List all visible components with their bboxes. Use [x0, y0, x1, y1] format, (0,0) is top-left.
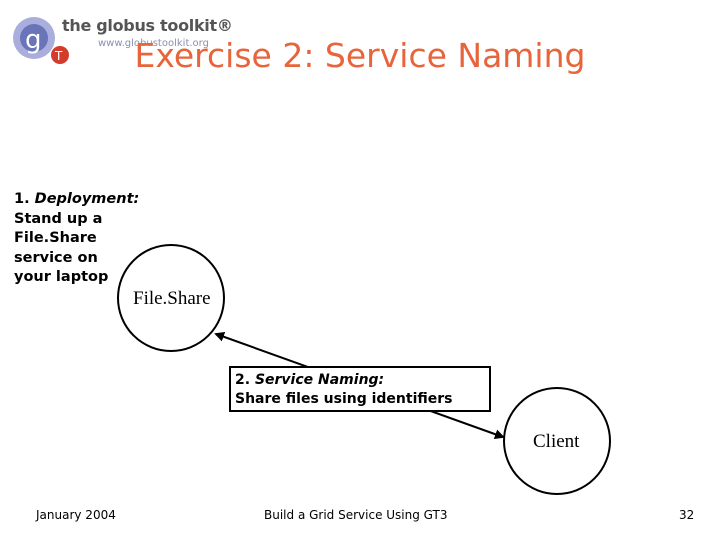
logo-title: the globus toolkit® [62, 16, 233, 35]
page-number: 32 [679, 508, 695, 522]
client-node-circle [503, 387, 611, 495]
step1-line: your laptop [14, 269, 109, 285]
globus-toolkit-logo: g T the globus toolkit® www.globustoolki… [10, 8, 233, 70]
fileshare-node-label: File.Share [133, 288, 211, 309]
step2-number: 2. [235, 372, 251, 388]
step1-line: service on [14, 249, 98, 266]
logo-url: www.globustoolkit.org [98, 38, 209, 49]
svg-text:g: g [25, 25, 42, 55]
footer-title: Build a Grid Service Using GT3 [264, 508, 448, 522]
globus-logo-icon: g T [13, 17, 69, 64]
step1-heading: Deployment: [34, 191, 140, 207]
step1-line: File.Share [14, 230, 97, 246]
step2-box [229, 366, 491, 412]
fileshare-node-circle [117, 244, 225, 352]
client-node-label: Client [533, 431, 580, 452]
step2-body: Share files using identifiers [235, 391, 453, 407]
step2-heading: Service Naming: [254, 372, 385, 388]
footer-date: January 2004 [36, 508, 116, 522]
step1-number: 1. [14, 191, 30, 207]
step1-line: Stand up a [14, 210, 103, 227]
step1-text: 1. Deployment: Stand up a File.Share ser… [14, 190, 164, 288]
svg-text:T: T [54, 49, 63, 63]
step2-text: 2. Service Naming: Share files using ide… [235, 371, 453, 409]
slide-title: Exercise 2: Service Naming [134, 36, 586, 75]
